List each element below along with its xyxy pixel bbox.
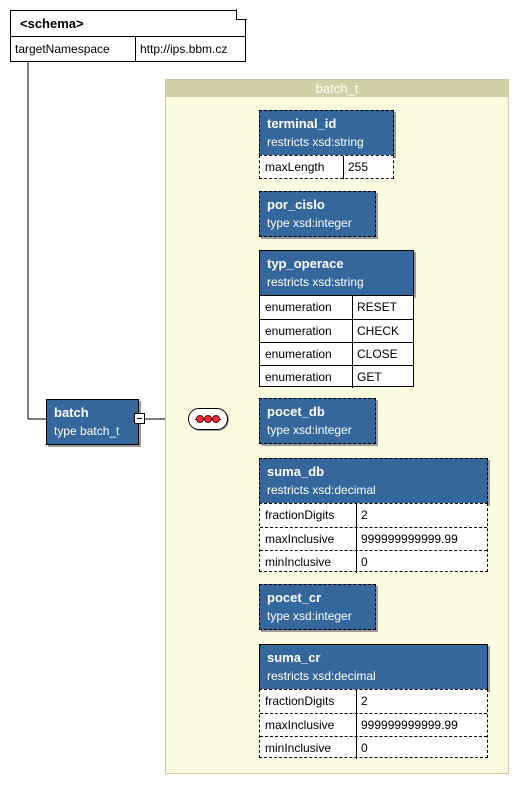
element-type: type xsd:integer	[267, 423, 352, 437]
facet-row: enumeration GET	[260, 365, 413, 388]
facet-row: fractionDigits 2	[260, 690, 487, 713]
element-type: type xsd:integer	[267, 609, 352, 623]
facet-row: maxInclusive 999999999999.99	[260, 713, 487, 736]
schema-attribute-row: targetNamespace http://ips.bbm.cz	[10, 36, 246, 62]
facet-row: minInclusive 0	[260, 550, 487, 573]
facet-value: 999999999999.99	[361, 532, 458, 546]
element-pocet_cr[interactable]: pocet_cr type xsd:integer	[259, 584, 376, 630]
facets-terminal_id: maxLength 255	[259, 155, 394, 179]
element-name: typ_operace	[267, 256, 344, 271]
facet-row: minInclusive 0	[260, 736, 487, 759]
element-name: terminal_id	[267, 116, 337, 131]
facet-row: maxLength 255	[260, 156, 393, 179]
facet-value: GET	[357, 370, 382, 384]
element-typ_operace[interactable]: typ_operace restricts xsd:string	[259, 250, 414, 296]
facet-value: 999999999999.99	[361, 718, 458, 732]
element-por_cislo[interactable]: por_cislo type xsd:integer	[259, 191, 376, 237]
facet-key: maxInclusive	[260, 714, 357, 736]
facet-key: maxLength	[260, 156, 344, 179]
facet-key: enumeration	[260, 366, 353, 388]
facet-key: enumeration	[260, 320, 353, 342]
facet-row: maxInclusive 999999999999.99	[260, 527, 487, 550]
facet-row: enumeration CLOSE	[260, 342, 413, 365]
facets-suma_db: fractionDigits 2 maxInclusive 9999999999…	[259, 503, 488, 573]
element-batch[interactable]: batch type batch_t	[46, 399, 139, 445]
facet-key: enumeration	[260, 343, 353, 365]
element-suma_db[interactable]: suma_db restricts xsd:decimal	[259, 458, 488, 504]
schema-attr-value: http://ips.bbm.cz	[140, 42, 228, 56]
facet-row: fractionDigits 2	[260, 504, 487, 527]
element-pocet_db[interactable]: pocet_db type xsd:integer	[259, 398, 376, 444]
element-terminal_id[interactable]: terminal_id restricts xsd:string	[259, 110, 394, 156]
element-type: restricts xsd:decimal	[267, 669, 376, 683]
element-type: type xsd:integer	[267, 216, 352, 230]
element-name: batch	[54, 405, 89, 420]
facet-row: enumeration CHECK	[260, 319, 413, 342]
element-type: restricts xsd:string	[267, 275, 364, 289]
element-type: restricts xsd:string	[267, 135, 364, 149]
facet-value: 2	[361, 694, 368, 708]
element-type: type batch_t	[54, 424, 120, 438]
element-name: suma_db	[267, 464, 325, 479]
collapse-toggle-icon[interactable]	[134, 413, 145, 424]
facet-key: minInclusive	[260, 551, 357, 573]
sequence-dot	[196, 415, 204, 423]
element-name: suma_cr	[267, 650, 321, 665]
facet-row: enumeration RESET	[260, 296, 413, 319]
schema-attr-name: targetNamespace	[11, 37, 136, 61]
page-fold-icon	[236, 9, 247, 20]
facet-key: fractionDigits	[260, 504, 357, 527]
complex-type-title: batch_t	[166, 80, 508, 97]
element-suma_cr[interactable]: suma_cr restricts xsd:decimal	[259, 644, 488, 690]
element-name: por_cislo	[267, 197, 325, 212]
facet-key: fractionDigits	[260, 690, 357, 713]
sequence-compositor-icon[interactable]	[188, 408, 228, 430]
schema-node[interactable]: <schema> targetNamespace http://ips.bbm.…	[10, 9, 247, 62]
facet-value: CLOSE	[357, 347, 398, 361]
facet-value: 2	[361, 508, 368, 522]
facet-value: 255	[348, 160, 369, 174]
facet-value: RESET	[357, 300, 398, 314]
facet-key: enumeration	[260, 296, 353, 319]
facet-value: 0	[361, 555, 368, 569]
facet-key: maxInclusive	[260, 528, 357, 550]
facets-suma_cr: fractionDigits 2 maxInclusive 9999999999…	[259, 689, 488, 759]
facet-value: CHECK	[357, 324, 400, 338]
sequence-dot	[204, 415, 212, 423]
facet-key: minInclusive	[260, 737, 357, 759]
schema-title: <schema>	[10, 10, 246, 37]
element-type: restricts xsd:decimal	[267, 483, 376, 497]
element-name: pocet_cr	[267, 590, 322, 605]
facets-typ_operace: enumeration RESET enumeration CHECK enum…	[259, 295, 414, 388]
element-name: pocet_db	[267, 404, 325, 419]
facet-value: 0	[361, 741, 368, 755]
sequence-dot	[212, 415, 220, 423]
